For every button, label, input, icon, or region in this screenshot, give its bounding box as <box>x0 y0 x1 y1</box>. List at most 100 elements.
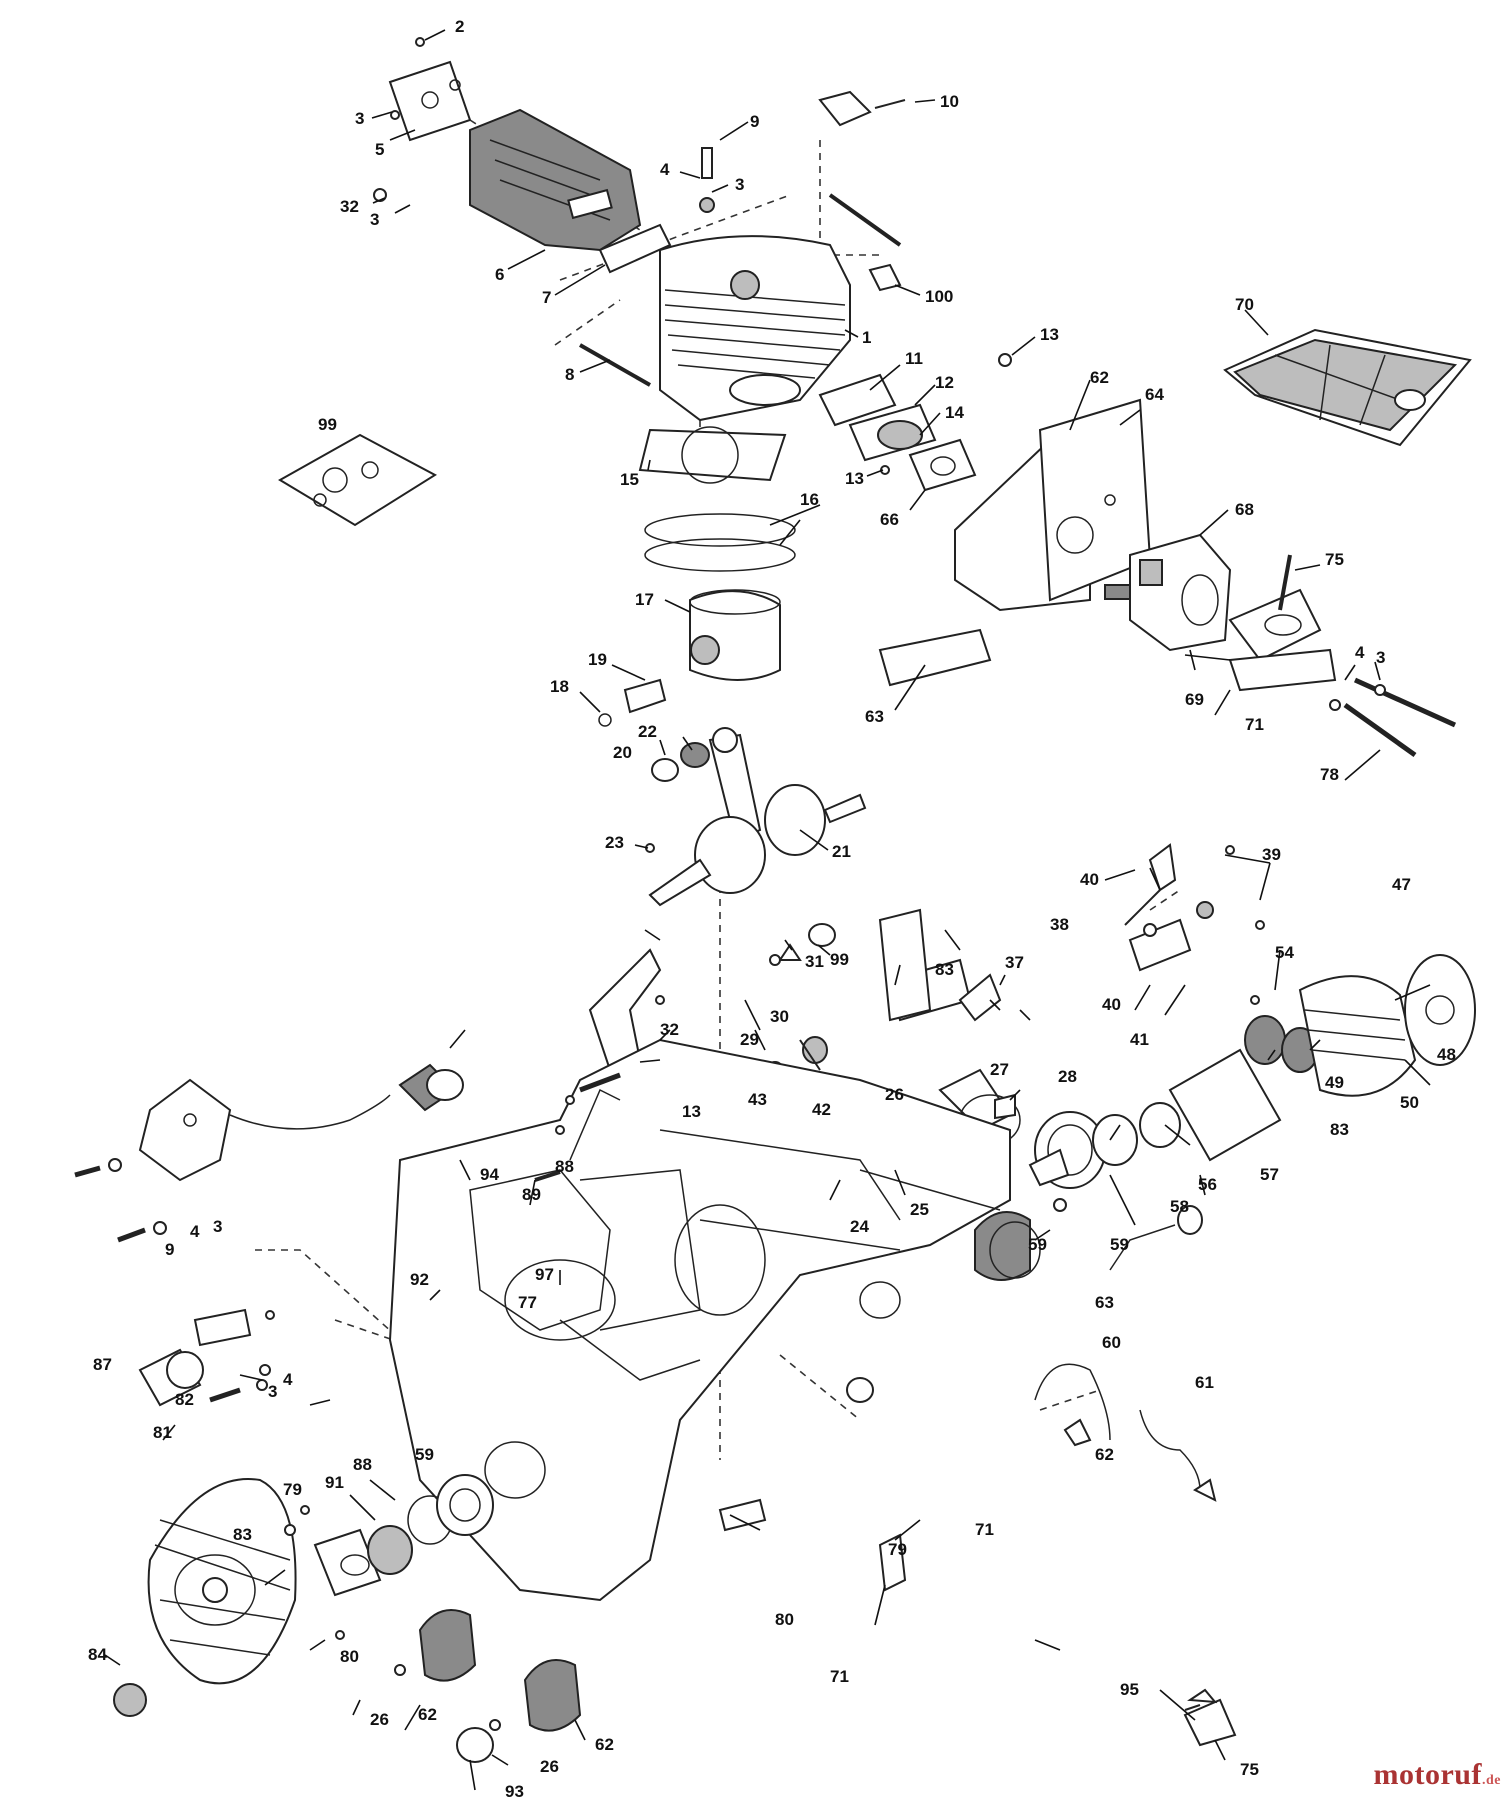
flywheel-side-group <box>113 1308 582 1763</box>
muffler-body <box>469 108 642 252</box>
label-7: 7 <box>542 288 551 307</box>
label-84: 84 <box>88 1645 107 1664</box>
label-4b: 4 <box>1355 643 1365 662</box>
label-99: 99 <box>318 415 337 434</box>
label-83: 81 <box>153 1423 172 1442</box>
clutch-drum <box>1298 975 1417 1097</box>
label-13a: 13 <box>845 469 864 488</box>
label-91: 92 <box>410 1270 429 1289</box>
label-94: 94 <box>480 1165 499 1184</box>
muffler-shield <box>388 60 472 142</box>
piston-group <box>598 513 796 782</box>
label-16: 16 <box>800 490 819 509</box>
label-29: 29 <box>740 1030 759 1049</box>
label-49: 50 <box>1400 1093 1419 1112</box>
label-31: 31 <box>805 952 824 971</box>
label-63: 66 <box>880 510 899 529</box>
label-6: 6 <box>495 265 504 284</box>
crankshaft <box>645 727 867 907</box>
label-4a: 4 <box>660 160 670 179</box>
label-51: 56 <box>1198 1175 1217 1194</box>
label-93: 91 <box>325 1473 344 1492</box>
label-88: 88 <box>555 1157 574 1176</box>
label-17: 17 <box>635 590 654 609</box>
label-78: 77 <box>518 1293 537 1312</box>
muffler-group <box>373 37 672 274</box>
clutch-cover <box>1168 1048 1282 1162</box>
muffler-gasket <box>598 223 672 274</box>
part-labels: 2 3 5 32 3 6 7 8 9 4 3 10 100 1 11 12 14… <box>88 17 1456 1800</box>
label-59b: 62 <box>418 1705 437 1724</box>
label-50: 54 <box>1275 943 1294 962</box>
label-54a: 59 <box>1110 1235 1129 1254</box>
label-52: 57 <box>1260 1165 1279 1184</box>
label-87: 87 <box>93 1355 112 1374</box>
label-38: 40 <box>1102 995 1121 1014</box>
label-26a: 26 <box>885 1085 904 1104</box>
label-4d: 4 <box>283 1370 293 1389</box>
label-75: 75 <box>1240 1760 1259 1779</box>
label-76: 79 <box>888 1540 907 1559</box>
label-62: 64 <box>1145 385 1164 404</box>
label-28: 28 <box>1058 1067 1077 1086</box>
label-20: 20 <box>613 743 632 762</box>
label-81a: 83 <box>1330 1120 1349 1139</box>
label-59c: 62 <box>595 1735 614 1754</box>
label-54b: 59 <box>415 1445 434 1464</box>
label-77: 80 <box>775 1610 794 1629</box>
label-3d: 3 <box>1376 648 1385 667</box>
label-23: 23 <box>605 833 624 852</box>
label-82: 82 <box>175 1390 194 1409</box>
brand-watermark: motoruf.de <box>1374 1758 1501 1792</box>
label-32: 32 <box>660 1020 679 1039</box>
label-66: 70 <box>1235 295 1254 314</box>
label-68: 71 <box>1245 715 1264 734</box>
watermark-tld: .de <box>1482 1773 1501 1788</box>
watermark-name: motoruf <box>1373 1758 1482 1791</box>
label-43: 47 <box>1392 875 1411 894</box>
label-39: 41 <box>1130 1030 1149 1049</box>
label-19: 19 <box>588 650 607 669</box>
label-3f: 3 <box>268 1382 277 1401</box>
label-21: 21 <box>832 842 851 861</box>
label-25: 25 <box>910 1200 929 1219</box>
label-37: 39 <box>1262 845 1281 864</box>
label-33: 32 <box>340 197 359 216</box>
front-av-group <box>846 1093 1217 1502</box>
ignition-coil <box>74 1063 464 1243</box>
intake-group <box>818 373 977 492</box>
label-71: 71 <box>830 1667 849 1686</box>
cylinder-base-gasket <box>638 428 787 482</box>
label-11: 11 <box>905 349 923 368</box>
label-97: 97 <box>535 1265 554 1284</box>
label-26b: 26 <box>370 1710 389 1729</box>
label-8: 8 <box>565 365 574 384</box>
label-35: 37 <box>1005 953 1024 972</box>
label-27: 27 <box>990 1060 1009 1079</box>
label-9a: 9 <box>750 112 759 131</box>
label-30: 30 <box>770 1007 789 1026</box>
label-3c: 3 <box>735 175 744 194</box>
label-95: 95 <box>1120 1680 1139 1699</box>
label-65: 69 <box>1185 690 1204 709</box>
label-2: 2 <box>455 17 464 36</box>
small-parts-upper <box>769 908 932 1022</box>
label-55: 59 <box>1028 1235 1047 1254</box>
label-81b: 83 <box>935 960 954 979</box>
label-3b: 3 <box>370 210 379 229</box>
clutch-side-group <box>588 843 1476 1207</box>
label-69: 75 <box>1325 550 1344 569</box>
label-13b: 13 <box>1040 325 1059 344</box>
label-61: 63 <box>865 707 884 726</box>
leader-lines <box>104 29 1431 1791</box>
label-15: 15 <box>620 470 639 489</box>
label-9b: 9 <box>165 1240 174 1259</box>
label-10: 10 <box>940 92 959 111</box>
label-81c: 83 <box>233 1525 252 1544</box>
carb-gasket <box>878 628 992 687</box>
label-60: 62 <box>1090 368 1109 387</box>
label-3e: 3 <box>213 1217 222 1236</box>
label-59a: 62 <box>1095 1445 1114 1464</box>
carburetor-group <box>878 353 1457 758</box>
label-14: 14 <box>945 403 964 422</box>
